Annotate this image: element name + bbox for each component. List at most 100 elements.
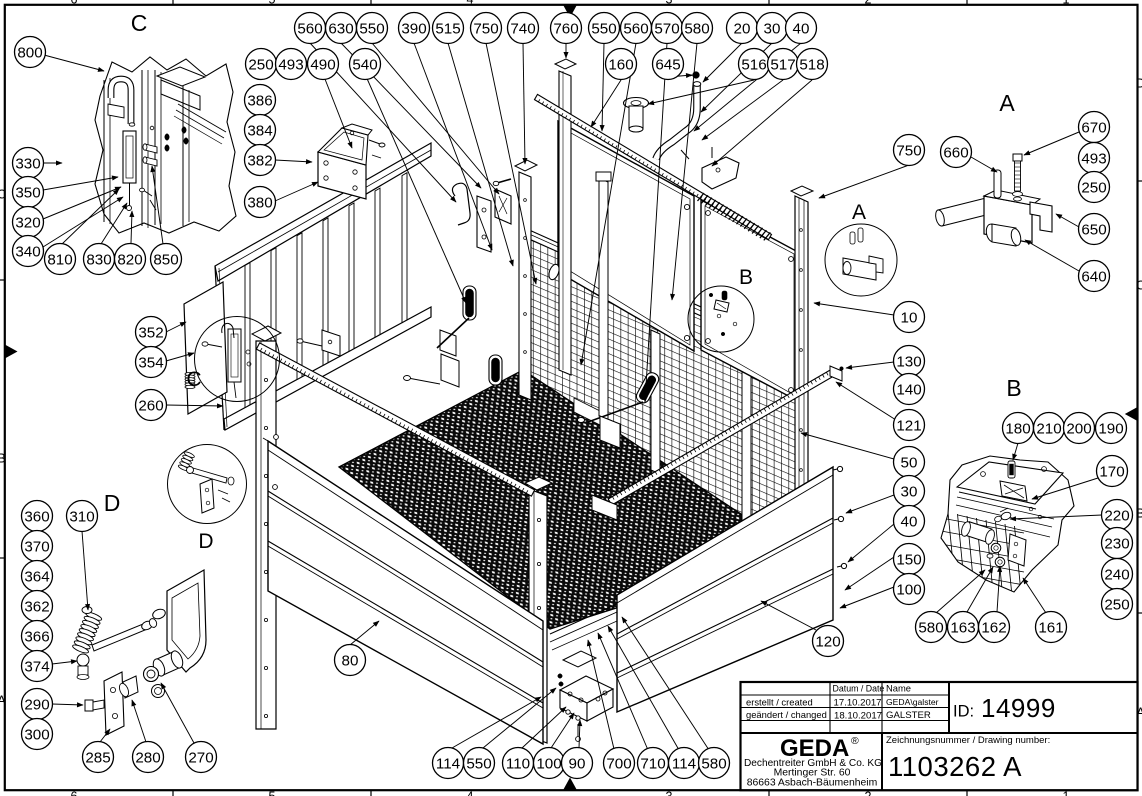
svg-text:570: 570 (654, 20, 679, 37)
svg-text:D: D (1136, 77, 1142, 91)
svg-text:162: 162 (981, 619, 1006, 636)
svg-text:493: 493 (278, 56, 303, 73)
svg-text:830: 830 (86, 251, 111, 268)
svg-text:650: 650 (1081, 221, 1106, 238)
svg-text:517: 517 (770, 56, 795, 73)
svg-text:3: 3 (666, 790, 673, 796)
svg-text:310: 310 (69, 508, 94, 525)
svg-text:Name: Name (886, 683, 911, 694)
svg-text:490: 490 (310, 56, 335, 73)
svg-text:518: 518 (799, 56, 824, 73)
svg-text:1: 1 (1063, 0, 1070, 6)
svg-text:850: 850 (153, 251, 178, 268)
svg-text:645: 645 (655, 56, 680, 73)
svg-text:100: 100 (536, 755, 561, 772)
svg-text:GEDA: GEDA (780, 735, 849, 762)
svg-text:390: 390 (401, 20, 426, 37)
svg-text:170: 170 (1099, 463, 1124, 480)
svg-text:660: 660 (943, 144, 968, 161)
svg-text:640: 640 (1081, 268, 1106, 285)
svg-text:760: 760 (553, 20, 578, 37)
svg-text:750: 750 (896, 142, 921, 159)
svg-text:250: 250 (1081, 179, 1106, 196)
svg-text:GEDA\galster: GEDA\galster (886, 697, 939, 707)
svg-text:2: 2 (865, 790, 872, 796)
svg-text:Dechentreiter GmbH & Co. KG: Dechentreiter GmbH & Co. KG (744, 758, 882, 769)
svg-text:210: 210 (1036, 420, 1061, 437)
svg-text:580: 580 (701, 755, 726, 772)
svg-text:D: D (104, 490, 121, 516)
svg-text:121: 121 (896, 417, 921, 434)
svg-text:340: 340 (15, 243, 40, 260)
svg-text:382: 382 (247, 152, 272, 169)
svg-text:4: 4 (467, 0, 474, 6)
svg-text:670: 670 (1081, 119, 1106, 136)
svg-text:560: 560 (623, 20, 648, 37)
svg-text:352: 352 (138, 324, 163, 341)
svg-text:17.10.2017: 17.10.2017 (834, 698, 882, 709)
svg-text:6: 6 (71, 790, 78, 796)
svg-text:493: 493 (1081, 150, 1106, 167)
svg-text:362: 362 (24, 598, 49, 615)
svg-text:30: 30 (901, 483, 918, 500)
svg-text:190: 190 (1098, 420, 1123, 437)
svg-text:A: A (852, 201, 866, 224)
svg-text:270: 270 (188, 749, 213, 766)
svg-text:800: 800 (17, 44, 42, 61)
svg-text:1: 1 (1063, 790, 1070, 796)
svg-text:A: A (999, 90, 1015, 116)
svg-text:150: 150 (896, 551, 921, 568)
svg-text:750: 750 (473, 20, 498, 37)
svg-text:40: 40 (901, 513, 918, 530)
svg-text:14999: 14999 (981, 693, 1056, 723)
svg-text:580: 580 (918, 619, 943, 636)
svg-text:ID:: ID: (953, 703, 974, 721)
svg-text:516: 516 (741, 56, 766, 73)
svg-text:C: C (131, 10, 148, 36)
svg-text:300: 300 (24, 726, 49, 743)
svg-text:810: 810 (47, 251, 72, 268)
svg-text:370: 370 (24, 538, 49, 555)
svg-text:230: 230 (1104, 535, 1129, 552)
svg-text:290: 290 (24, 696, 49, 713)
svg-text:354: 354 (138, 354, 163, 371)
svg-text:140: 140 (896, 381, 921, 398)
svg-text:550: 550 (591, 20, 616, 37)
svg-text:30: 30 (764, 20, 781, 37)
svg-text:200: 200 (1066, 420, 1091, 437)
svg-text:114: 114 (436, 755, 460, 772)
svg-text:B: B (0, 452, 6, 466)
svg-text:4: 4 (467, 790, 474, 796)
svg-text:364: 364 (24, 568, 49, 585)
svg-text:374: 374 (24, 658, 49, 675)
svg-text:630: 630 (328, 20, 353, 37)
svg-text:163: 163 (950, 619, 975, 636)
svg-text:330: 330 (15, 155, 40, 172)
svg-text:550: 550 (359, 20, 384, 37)
svg-text:350: 350 (15, 184, 40, 201)
svg-text:80: 80 (342, 652, 359, 669)
svg-text:A: A (0, 694, 6, 708)
svg-text:515: 515 (435, 20, 460, 37)
svg-text:geändert / changed: geändert / changed (746, 709, 827, 720)
svg-text:380: 380 (247, 194, 272, 211)
svg-text:20: 20 (734, 20, 751, 37)
svg-text:580: 580 (684, 20, 709, 37)
svg-text:86663 Asbach-Bäumenheim: 86663 Asbach-Bäumenheim (747, 777, 878, 788)
svg-text:120: 120 (815, 633, 840, 650)
svg-text:240: 240 (1104, 566, 1129, 583)
svg-text:100: 100 (896, 581, 921, 598)
svg-text:280: 280 (135, 749, 160, 766)
svg-text:820: 820 (117, 251, 142, 268)
svg-text:250: 250 (248, 56, 273, 73)
svg-text:560: 560 (297, 20, 322, 37)
svg-text:C: C (1136, 279, 1142, 293)
svg-text:GALSTER: GALSTER (886, 710, 931, 721)
svg-text:130: 130 (896, 353, 921, 370)
svg-text:B: B (1136, 507, 1142, 521)
svg-text:250: 250 (1104, 596, 1129, 613)
svg-text:10: 10 (901, 309, 918, 326)
svg-text:18.10.2017: 18.10.2017 (834, 710, 882, 721)
svg-text:1103262 A: 1103262 A (888, 751, 1022, 782)
svg-text:5: 5 (269, 0, 276, 6)
